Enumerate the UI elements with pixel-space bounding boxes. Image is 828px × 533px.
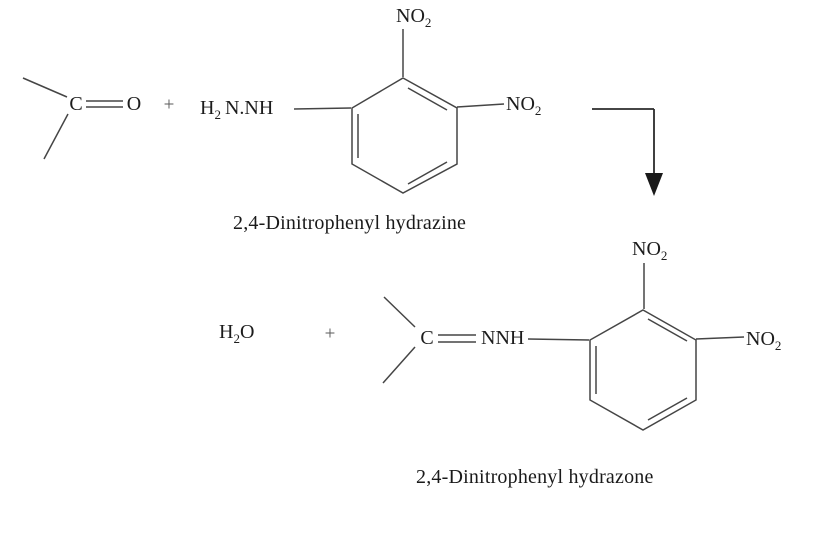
hydrazine-amine-pre: H [200, 97, 215, 119]
hydrazone-skeleton [382, 263, 745, 431]
ring2-no2-right-label: NO2 [746, 328, 781, 352]
methyl-bond-lower [43, 113, 69, 160]
ring2-inner-bond-3 [647, 397, 688, 421]
ring1-no2-top-label: NO2 [396, 5, 431, 29]
ring2-no2-top-sub: 2 [660, 248, 668, 263]
carbonyl-oxygen-label: O [126, 93, 142, 115]
reaction-arrow [592, 108, 663, 196]
ring2-no2-right-bond [695, 336, 745, 340]
ring2-no2-top-label: NO2 [632, 238, 667, 262]
plus-sign-products: + [324, 323, 336, 345]
ring2-no2-top-pre: NO [632, 238, 661, 260]
arrow-head [645, 173, 663, 196]
product-methyl-bond-upper [383, 296, 416, 328]
water-post: O [239, 321, 255, 343]
ring1-no2-right-sub: 2 [534, 103, 542, 118]
reactant-caption: 2,4-Dinitrophenyl hydrazine [233, 212, 467, 234]
ring1-inner-bond-3 [407, 161, 448, 185]
ring1-inner-bond-1 [407, 87, 448, 111]
ring1-no2-right-bond [456, 103, 505, 108]
ring2-no2-right-sub: 2 [774, 338, 782, 353]
hydrazine-ring [293, 29, 505, 194]
ring1-no2-top-pre: NO [396, 5, 425, 27]
benzene-ring-1 [351, 77, 458, 194]
water-sub: 2 [233, 331, 240, 346]
ring1-no2-right-pre: NO [506, 93, 535, 115]
hydrazine-amine-post: N.NH [224, 97, 274, 119]
ring1-no2-top-sub: 2 [424, 15, 432, 30]
nnh-ring-bond [527, 338, 590, 341]
carbonyl-carbon-label: C [69, 93, 83, 115]
methyl-bond-upper [22, 77, 68, 98]
ring2-inner-bond-1 [647, 318, 688, 342]
carbonyl-skeleton [22, 77, 123, 160]
hydrazone-nnh-label: NNH [481, 327, 525, 349]
water-pre: H [219, 321, 234, 343]
nh-ring-bond [293, 107, 352, 110]
hydrazone-carbon-label: C [420, 327, 434, 349]
hydrazine-amine-sub: 2 [214, 107, 221, 122]
benzene-ring-2 [589, 309, 697, 431]
plus-sign-reactants: + [163, 94, 175, 116]
water-formula: H2O [219, 321, 255, 345]
product-caption: 2,4-Dinitrophenyl hydrazone [416, 466, 654, 488]
ring2-no2-right-pre: NO [746, 328, 775, 350]
ring1-no2-right-label: NO2 [506, 93, 541, 117]
product-methyl-bond-lower [382, 346, 416, 384]
